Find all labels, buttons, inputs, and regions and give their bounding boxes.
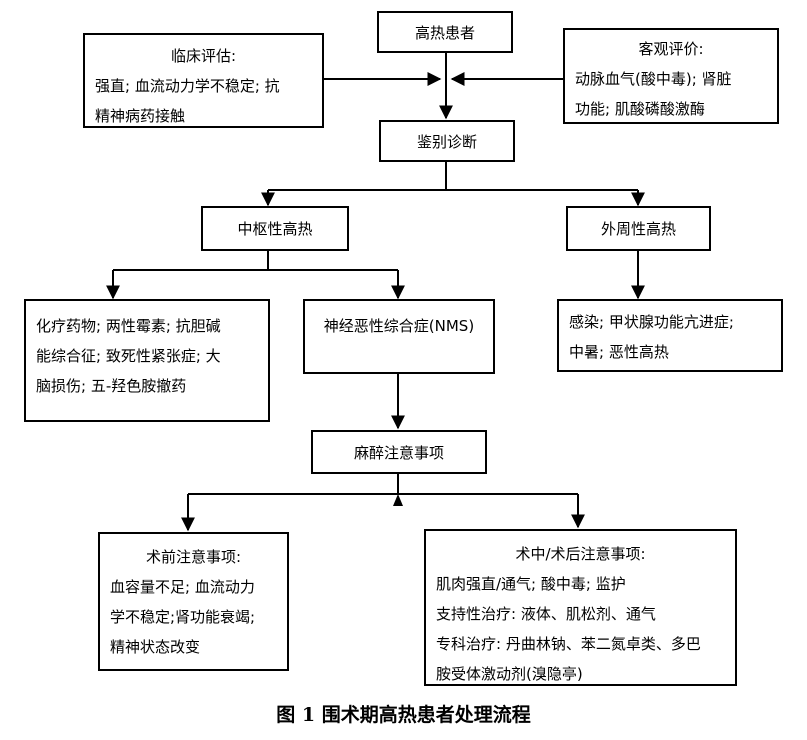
objective-line-2: 功能; 肌酸磷酸激酶 [575,100,705,118]
node-central: 中枢性高热 [201,206,349,251]
node-central-causes: 化疗药物; 两性霉素; 抗胆碱 能综合征; 致死性紧张症; 大 脑损伤; 五-羟… [24,299,270,422]
node-nms-label: 神经恶性综合症(NMS) [323,317,475,335]
objective-title: 客观评价: [638,40,704,58]
preop-line-3: 精神状态改变 [110,638,201,656]
preop-line-2: 学不稳定;肾功能衰竭; [110,608,256,626]
node-differential-label: 鉴别诊断 [416,132,477,151]
node-peripheral-label: 外周性高热 [600,220,676,238]
node-anesthesia-label: 麻醉注意事项 [353,443,444,462]
node-intraop: 术中/术后注意事项: 肌肉强直/通气; 酸中毒; 监护 支持性治疗: 液体、肌松… [424,529,737,686]
clinical-line-2: 精神病药接触 [95,107,186,125]
node-clinical: 临床评估: 强直; 血流动力学不稳定; 抗 精神病药接触 [83,33,324,128]
central-causes-line-2: 能综合征; 致死性紧张症; 大 [36,347,221,365]
central-causes-line-1: 化疗药物; 两性霉素; 抗胆碱 [36,317,221,335]
node-patient: 高热患者 [377,11,513,53]
intraop-line-2: 支持性治疗: 液体、肌松剂、通气 [436,605,656,623]
node-preop: 术前注意事项: 血容量不足; 血流动力 学不稳定;肾功能衰竭; 精神状态改变 [98,532,289,671]
clinical-title: 临床评估: [170,47,237,65]
intraop-line-4: 胺受体激动剂(溴隐亭) [436,665,583,683]
junction-arrow-down [393,494,403,506]
objective-line-1: 动脉血气(酸中毒); 肾脏 [575,70,732,88]
preop-line-1: 血容量不足; 血流动力 [110,578,255,596]
peripheral-causes-line-1: 感染; 甲状腺功能亢进症; [569,313,734,331]
intraop-line-1: 肌肉强直/通气; 酸中毒; 监护 [436,575,626,593]
intraop-title: 术中/术后注意事项: [515,545,646,563]
intraop-line-3: 专科治疗: 丹曲林钠、苯二氮卓类、多巴 [436,635,701,653]
peripheral-causes-line-2: 中暑; 恶性高热 [569,343,669,361]
figure-caption: 图 1 围术期高热患者处理流程 [276,704,531,726]
node-peripheral: 外周性高热 [566,206,711,251]
node-central-label: 中枢性高热 [237,220,313,238]
node-nms: 神经恶性综合症(NMS) [303,299,495,374]
node-patient-label: 高热患者 [414,23,475,42]
central-causes-line-3: 脑损伤; 五-羟色胺撤药 [36,377,187,395]
node-peripheral-causes: 感染; 甲状腺功能亢进症; 中暑; 恶性高热 [557,299,783,372]
node-differential: 鉴别诊断 [379,120,515,162]
node-anesthesia: 麻醉注意事项 [311,430,487,474]
preop-title: 术前注意事项: [145,548,242,566]
node-objective: 客观评价: 动脉血气(酸中毒); 肾脏 功能; 肌酸磷酸激酶 [563,28,779,124]
clinical-line-1: 强直; 血流动力学不稳定; 抗 [95,77,280,95]
